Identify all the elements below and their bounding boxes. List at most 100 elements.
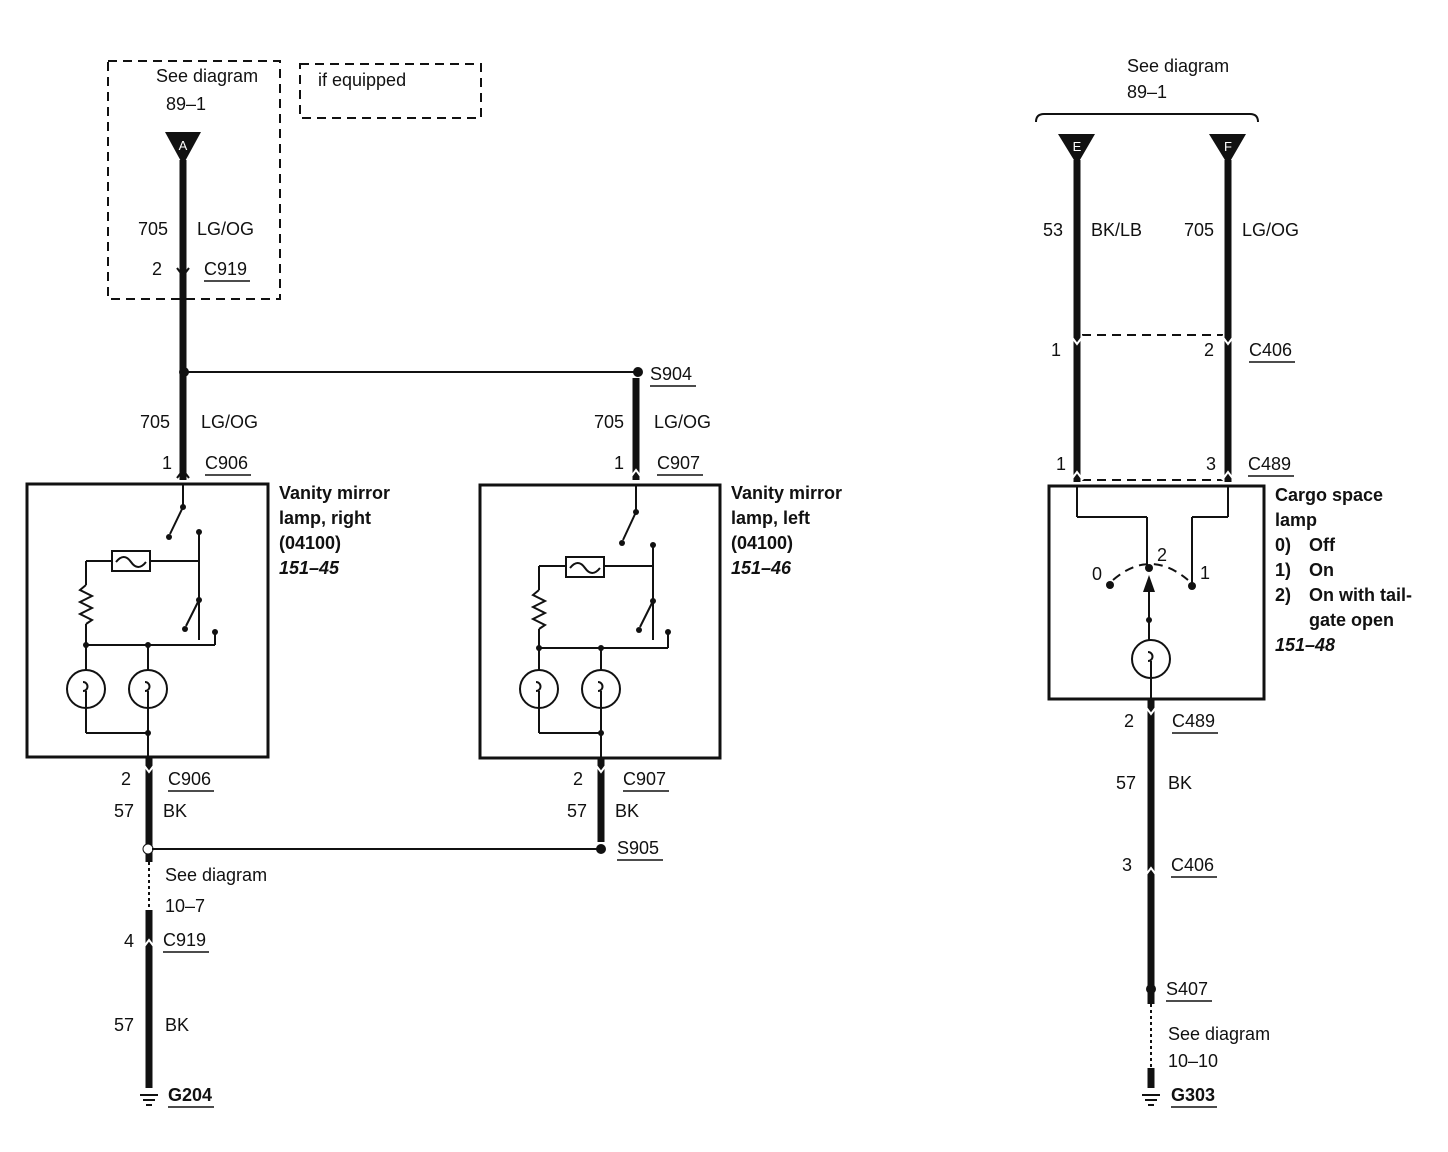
wire-color: BK — [1168, 773, 1192, 793]
option-label: On with tail- — [1309, 585, 1412, 605]
ground-label: G303 — [1171, 1085, 1215, 1105]
splice-dot — [142, 843, 154, 855]
component-part: (04100) — [279, 533, 341, 553]
wire-number: 57 — [114, 1015, 134, 1035]
pin-number: 3 — [1122, 855, 1132, 875]
component-name: Vanity mirror — [731, 483, 842, 503]
wire-color: LG/OG — [197, 219, 254, 239]
splice-s407-dot — [1146, 984, 1156, 994]
see-diagram-label: See diagram — [156, 66, 258, 86]
component-name: Cargo space — [1275, 485, 1383, 505]
wire-color: BK — [163, 801, 187, 821]
connector-label: C489 — [1172, 711, 1215, 731]
option-label: Off — [1309, 535, 1336, 555]
connector-label: C906 — [168, 769, 211, 789]
switch-pos-1-contact — [1188, 582, 1196, 590]
wire-number: 705 — [140, 412, 170, 432]
splice-label: S905 — [617, 838, 659, 858]
connector-label: C919 — [163, 930, 206, 950]
connector-c489-lower-mark — [1144, 705, 1158, 716]
connector-c906-lower-mark — [142, 763, 156, 774]
wire-color: LG/OG — [1242, 220, 1299, 240]
diagram-number: 10–7 — [165, 896, 205, 916]
connector-label: C907 — [623, 769, 666, 789]
vanity-mirror-lamp-right: Vanity mirror lamp, right (04100) 151–45 — [25, 482, 390, 759]
component-ref: 151–48 — [1275, 635, 1335, 655]
pin-number: 2 — [152, 259, 162, 279]
switch-position-label: 2 — [1157, 545, 1167, 565]
diagram-number: 89–1 — [1127, 82, 1167, 102]
wire-number: 705 — [594, 412, 624, 432]
left-top-reference: See diagram 89–1 if equipped A — [107, 60, 482, 300]
if-equipped-legend-box — [299, 63, 482, 119]
option-number: 1) — [1275, 560, 1291, 580]
diagram-number: 89–1 — [166, 94, 206, 114]
pin-number: 2 — [121, 769, 131, 789]
see-diagram-label: See diagram — [165, 865, 267, 885]
connector-c906-mark — [176, 468, 190, 479]
connector-f-marker — [1209, 134, 1246, 165]
switch-position-label: 0 — [1092, 564, 1102, 584]
switch-arrow-icon — [1143, 575, 1155, 592]
option-label: On — [1309, 560, 1334, 580]
wire-number: 57 — [567, 801, 587, 821]
connector-label: C406 — [1249, 340, 1292, 360]
wire-number: 705 — [138, 219, 168, 239]
ground-label: G204 — [168, 1085, 212, 1105]
connector-f-label: F — [1224, 139, 1232, 154]
connector-label: C907 — [657, 453, 700, 473]
component-name: lamp — [1275, 510, 1317, 530]
ground-g204-icon — [140, 1094, 158, 1106]
connector-label: C906 — [205, 453, 248, 473]
pin-number: 1 — [1056, 454, 1066, 474]
wire-color: LG/OG — [654, 412, 711, 432]
option-number: 2) — [1275, 585, 1291, 605]
wire-color: BK — [165, 1015, 189, 1035]
component-box — [1047, 484, 1266, 701]
resistor-icon — [530, 589, 548, 630]
see-diagram-label: See diagram — [1127, 56, 1229, 76]
vanity-mirror-lamp-left: Vanity mirror lamp, left (04100) 151–46 — [478, 483, 842, 760]
splice-label: S904 — [650, 364, 692, 384]
component-ref: 151–46 — [731, 558, 792, 578]
pin-number: 1 — [614, 453, 624, 473]
connector-mark — [1070, 335, 1084, 346]
if-equipped-label: if equipped — [318, 70, 406, 90]
connector-c406-lower-mark — [1144, 866, 1158, 877]
connector-e-marker — [1058, 134, 1095, 165]
wire-number: 57 — [1116, 773, 1136, 793]
option-number: 0) — [1275, 535, 1291, 555]
switch-position-label: 1 — [1200, 563, 1210, 583]
option-label: gate open — [1309, 610, 1394, 630]
connector-c907-mark — [629, 468, 643, 479]
splice-label: S407 — [1166, 979, 1208, 999]
pin-number: 1 — [1051, 340, 1061, 360]
component-name: lamp, right — [279, 508, 371, 528]
switch-pos-0-contact — [1106, 581, 1114, 589]
pin-number: 4 — [124, 931, 134, 951]
wire-color: BK — [615, 801, 639, 821]
pin-number: 2 — [1124, 711, 1134, 731]
connector-a-marker — [165, 132, 201, 165]
splice-s904-dot — [633, 367, 643, 377]
pin-number: 2 — [1204, 340, 1214, 360]
component-ref: 151–45 — [279, 558, 340, 578]
wire-color: LG/OG — [201, 412, 258, 432]
wire-color: BK/LB — [1091, 220, 1142, 240]
if-equipped-region — [107, 60, 281, 300]
reference-bracket — [1035, 113, 1259, 123]
wire-number: 53 — [1043, 220, 1063, 240]
connector-label: C919 — [204, 259, 247, 279]
connector-c919-mark — [176, 267, 190, 278]
component-part: (04100) — [731, 533, 793, 553]
pin-number: 2 — [573, 769, 583, 789]
wire-number: 57 — [114, 801, 134, 821]
connector-mark — [1221, 335, 1235, 346]
component-name: lamp, left — [731, 508, 810, 528]
pin-number: 3 — [1206, 454, 1216, 474]
connector-mark — [1221, 470, 1235, 481]
resistor-icon — [77, 584, 95, 625]
splice-s905-dot — [596, 844, 606, 854]
connector-label: C489 — [1248, 454, 1291, 474]
